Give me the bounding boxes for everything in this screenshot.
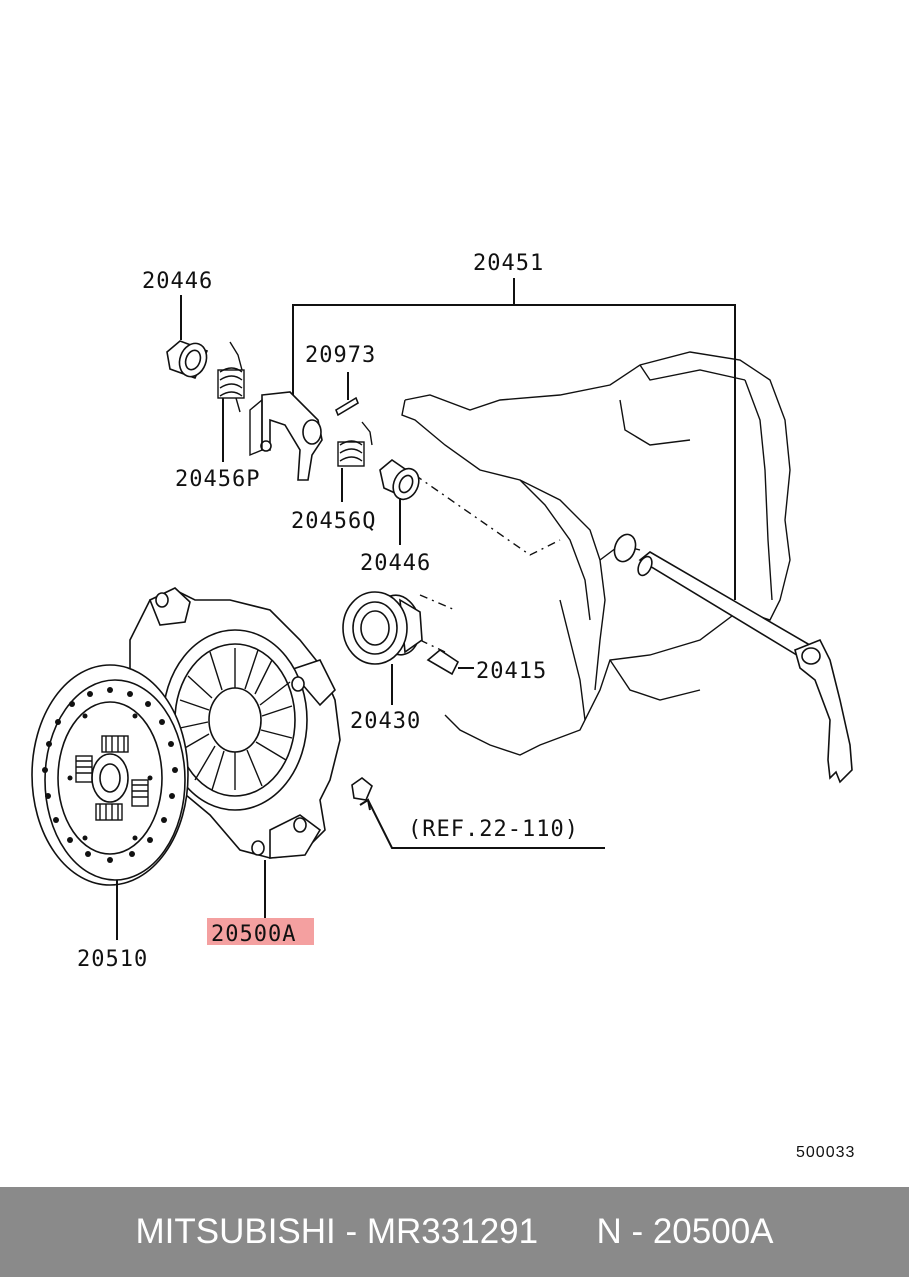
highlight-box [207, 918, 314, 945]
disc-rivets [42, 687, 178, 863]
release-fork [249, 391, 323, 481]
label-20973: 20973 [305, 343, 376, 368]
spring-20456Q: 20456Q [291, 421, 376, 534]
exploded-parts-diagram: 20451 20446 20456P [31, 251, 855, 1161]
release-bearing-20430: 20430 [342, 591, 423, 734]
label-ref: (REF.22-110) [408, 817, 579, 842]
part-info-footer: MITSUBISHI - MR331291 N - 20500A [0, 1187, 909, 1277]
diaphragm-fingers [177, 648, 293, 791]
clutch-disc-20510: 20510 [31, 664, 189, 972]
label-20456Q: 20456Q [291, 509, 376, 534]
bushing-20446-bottom: 20446 [360, 458, 431, 576]
label-20415: 20415 [476, 659, 547, 684]
diagram-code: 500033 [796, 1144, 855, 1161]
callout-20451: 20451 [292, 251, 736, 600]
label-20500A: 20500A [211, 922, 296, 947]
transmission-housing [401, 351, 791, 756]
label-20456P: 20456P [175, 467, 260, 492]
label-20451: 20451 [473, 251, 544, 276]
bushing-20446-top: 20446 [142, 269, 213, 380]
label-20510: 20510 [77, 947, 148, 972]
label-20430: 20430 [350, 709, 421, 734]
release-shaft [637, 551, 853, 784]
part-info-text: MITSUBISHI - MR331291 N - 20500A [135, 1212, 774, 1251]
pin-20973: 20973 [305, 343, 376, 417]
label-20446-top: 20446 [142, 269, 213, 294]
pivot-ref-callout: (REF.22-110) [351, 777, 605, 849]
damper-springs [75, 735, 149, 821]
label-20446-bottom: 20446 [360, 551, 431, 576]
spring-20456P: 20456P [175, 341, 260, 492]
clip-20415: 20415 [426, 649, 547, 684]
